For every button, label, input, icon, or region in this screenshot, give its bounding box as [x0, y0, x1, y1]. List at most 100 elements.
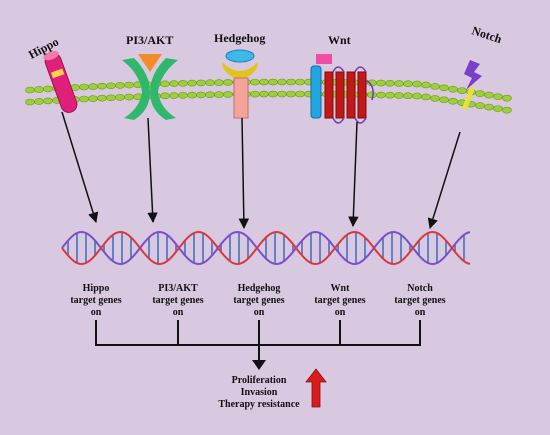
membrane-bead: [493, 105, 503, 112]
membrane-bead: [475, 102, 485, 109]
membrane-bead: [79, 83, 89, 91]
membrane-bead: [286, 90, 296, 98]
membrane-bead: [484, 91, 494, 99]
membrane-bead: [97, 94, 107, 102]
membrane-bead: [403, 92, 413, 100]
target-name: PI3/AKT: [158, 283, 198, 294]
membrane-bead: [187, 79, 197, 87]
pathway-label-pi3akt: PI3/AKT: [126, 33, 173, 47]
dna-strand-red: [61, 230, 471, 266]
membrane-bead: [421, 81, 431, 89]
membrane-bead: [79, 95, 89, 103]
membrane-bead: [88, 83, 98, 90]
pathway-label-notch: Notch: [470, 23, 504, 46]
membrane-bead: [34, 98, 44, 105]
membrane-bead: [448, 85, 458, 93]
membrane-bead: [439, 84, 449, 92]
membrane-bead: [34, 86, 44, 93]
membrane-bead: [196, 91, 206, 99]
membrane-bead: [385, 79, 395, 87]
membrane-bead: [223, 91, 233, 98]
membrane-bead: [385, 91, 395, 99]
wnt-arrow: [348, 121, 359, 228]
membrane-bead: [430, 83, 440, 90]
hedgehog-arrow: [238, 117, 250, 230]
membrane-bead: [268, 90, 278, 98]
increase-arrow-icon: [305, 368, 327, 408]
outcome-therapy-resistance: Therapy resistance: [218, 399, 300, 410]
membrane-bead: [394, 80, 404, 87]
notch-arrow: [427, 131, 461, 230]
membrane-bead: [430, 95, 440, 102]
outcome-invasion: Invasion: [241, 387, 278, 398]
membrane-bead: [106, 82, 116, 90]
membrane-bead: [160, 80, 170, 88]
membrane-bead: [205, 79, 215, 87]
membrane-bead: [43, 97, 53, 105]
membrane-bead: [205, 91, 215, 99]
membrane-bead: [277, 78, 287, 86]
target-state: on: [415, 307, 426, 318]
membrane-bead: [169, 80, 179, 87]
wnt-receptor: [310, 54, 374, 124]
target-state: on: [335, 307, 346, 318]
membrane-bead: [502, 94, 512, 102]
membrane-bead: [214, 79, 224, 86]
membrane-bead: [115, 94, 125, 101]
hippo-receptor: [43, 50, 78, 113]
membrane-bead: [484, 103, 494, 111]
membrane-bead: [214, 91, 224, 98]
membrane-bead: [187, 91, 197, 99]
target-name: Notch: [407, 283, 433, 294]
target-text: target genes: [70, 295, 121, 306]
convergence-bracket: [95, 320, 421, 362]
membrane-bead: [160, 92, 170, 100]
dna-strand-purple: [61, 230, 471, 266]
convergence-arrowhead: [252, 360, 266, 370]
membrane-bead: [394, 92, 404, 99]
membrane-bead: [268, 78, 278, 86]
membrane-bead: [43, 85, 53, 93]
membrane-bead: [475, 90, 485, 97]
membrane-bead: [196, 79, 206, 87]
target-wnt: Wnt target genes on: [314, 283, 365, 318]
membrane-bead: [25, 98, 35, 106]
target-text: target genes: [314, 295, 365, 306]
target-text: target genes: [152, 295, 203, 306]
membrane-bead: [97, 82, 107, 90]
membrane-bead: [493, 93, 503, 100]
membrane-bead: [106, 94, 116, 102]
membrane-bead: [412, 92, 422, 100]
notch-receptor: [462, 60, 482, 111]
membrane-bead: [115, 82, 125, 89]
pi3akt-arrow: [147, 117, 158, 224]
membrane-bead: [124, 93, 134, 101]
target-hedgehog: Hedgehog target genes on: [233, 283, 284, 318]
membrane-bead: [376, 91, 386, 99]
membrane-bead: [178, 80, 188, 87]
hedgehog-receptor: [222, 49, 258, 119]
pathway-label-hedgehog: Hedgehog: [214, 31, 265, 45]
target-name: Wnt: [331, 283, 351, 294]
membrane-bead: [502, 106, 512, 114]
cell-membrane: [25, 78, 512, 114]
membrane-bead: [250, 78, 260, 86]
target-hippo: Hippo target genes on: [70, 283, 121, 318]
membrane-bead: [403, 80, 413, 88]
membrane-bead: [376, 79, 386, 87]
target-state: on: [173, 307, 184, 318]
target-notch: Notch target genes on: [394, 283, 445, 318]
membrane-bead: [439, 96, 449, 104]
membrane-bead: [250, 90, 260, 98]
membrane-bead: [421, 93, 431, 101]
membrane-bead: [259, 90, 269, 98]
pathway-label-wnt: Wnt: [328, 33, 351, 47]
pi3akt-receptor: [122, 54, 178, 120]
membrane-bead: [277, 90, 287, 98]
membrane-bead: [223, 79, 233, 86]
target-name: Hedgehog: [238, 283, 281, 294]
membrane-bead: [286, 78, 296, 86]
membrane-bead: [295, 90, 305, 98]
membrane-bead: [178, 92, 188, 99]
